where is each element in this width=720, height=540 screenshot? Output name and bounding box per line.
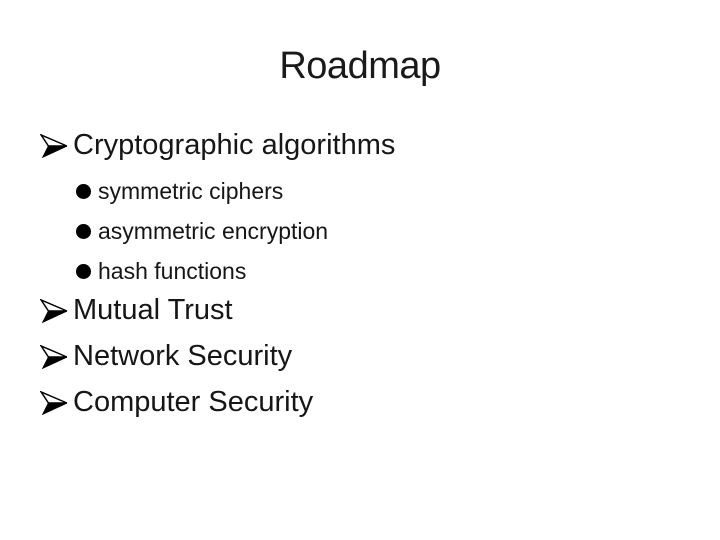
slide-title: Roadmap bbox=[279, 45, 441, 87]
bullet-text: Network Security bbox=[73, 340, 293, 372]
bullet-item-level1: Network Security bbox=[40, 339, 292, 373]
bullet-item-level2: symmetric ciphers bbox=[76, 176, 283, 206]
arrowhead-bullet-icon bbox=[40, 391, 68, 415]
bullet-text: hash functions bbox=[98, 258, 247, 284]
bullet-item-level1: Computer Security bbox=[40, 385, 313, 419]
bullet-text: Cryptographic algorithms bbox=[73, 129, 396, 161]
bullet-text: Computer Security bbox=[73, 386, 314, 418]
bullet-text: symmetric ciphers bbox=[98, 178, 284, 204]
bullet-text: Mutual Trust bbox=[73, 294, 233, 326]
circle-bullet-icon bbox=[76, 263, 91, 279]
bullet-item-level1: Cryptographic algorithms bbox=[40, 128, 395, 162]
bullet-item-level1: Mutual Trust bbox=[40, 293, 233, 327]
arrowhead-bullet-icon bbox=[40, 345, 68, 369]
bullet-item-level2: hash functions bbox=[76, 256, 246, 286]
arrowhead-bullet-icon bbox=[40, 134, 68, 158]
bullet-item-level2: asymmetric encryption bbox=[76, 216, 328, 246]
bullet-text: asymmetric encryption bbox=[98, 218, 329, 244]
circle-bullet-icon bbox=[76, 183, 91, 199]
arrowhead-bullet-icon bbox=[40, 299, 68, 323]
circle-bullet-icon bbox=[76, 223, 91, 239]
